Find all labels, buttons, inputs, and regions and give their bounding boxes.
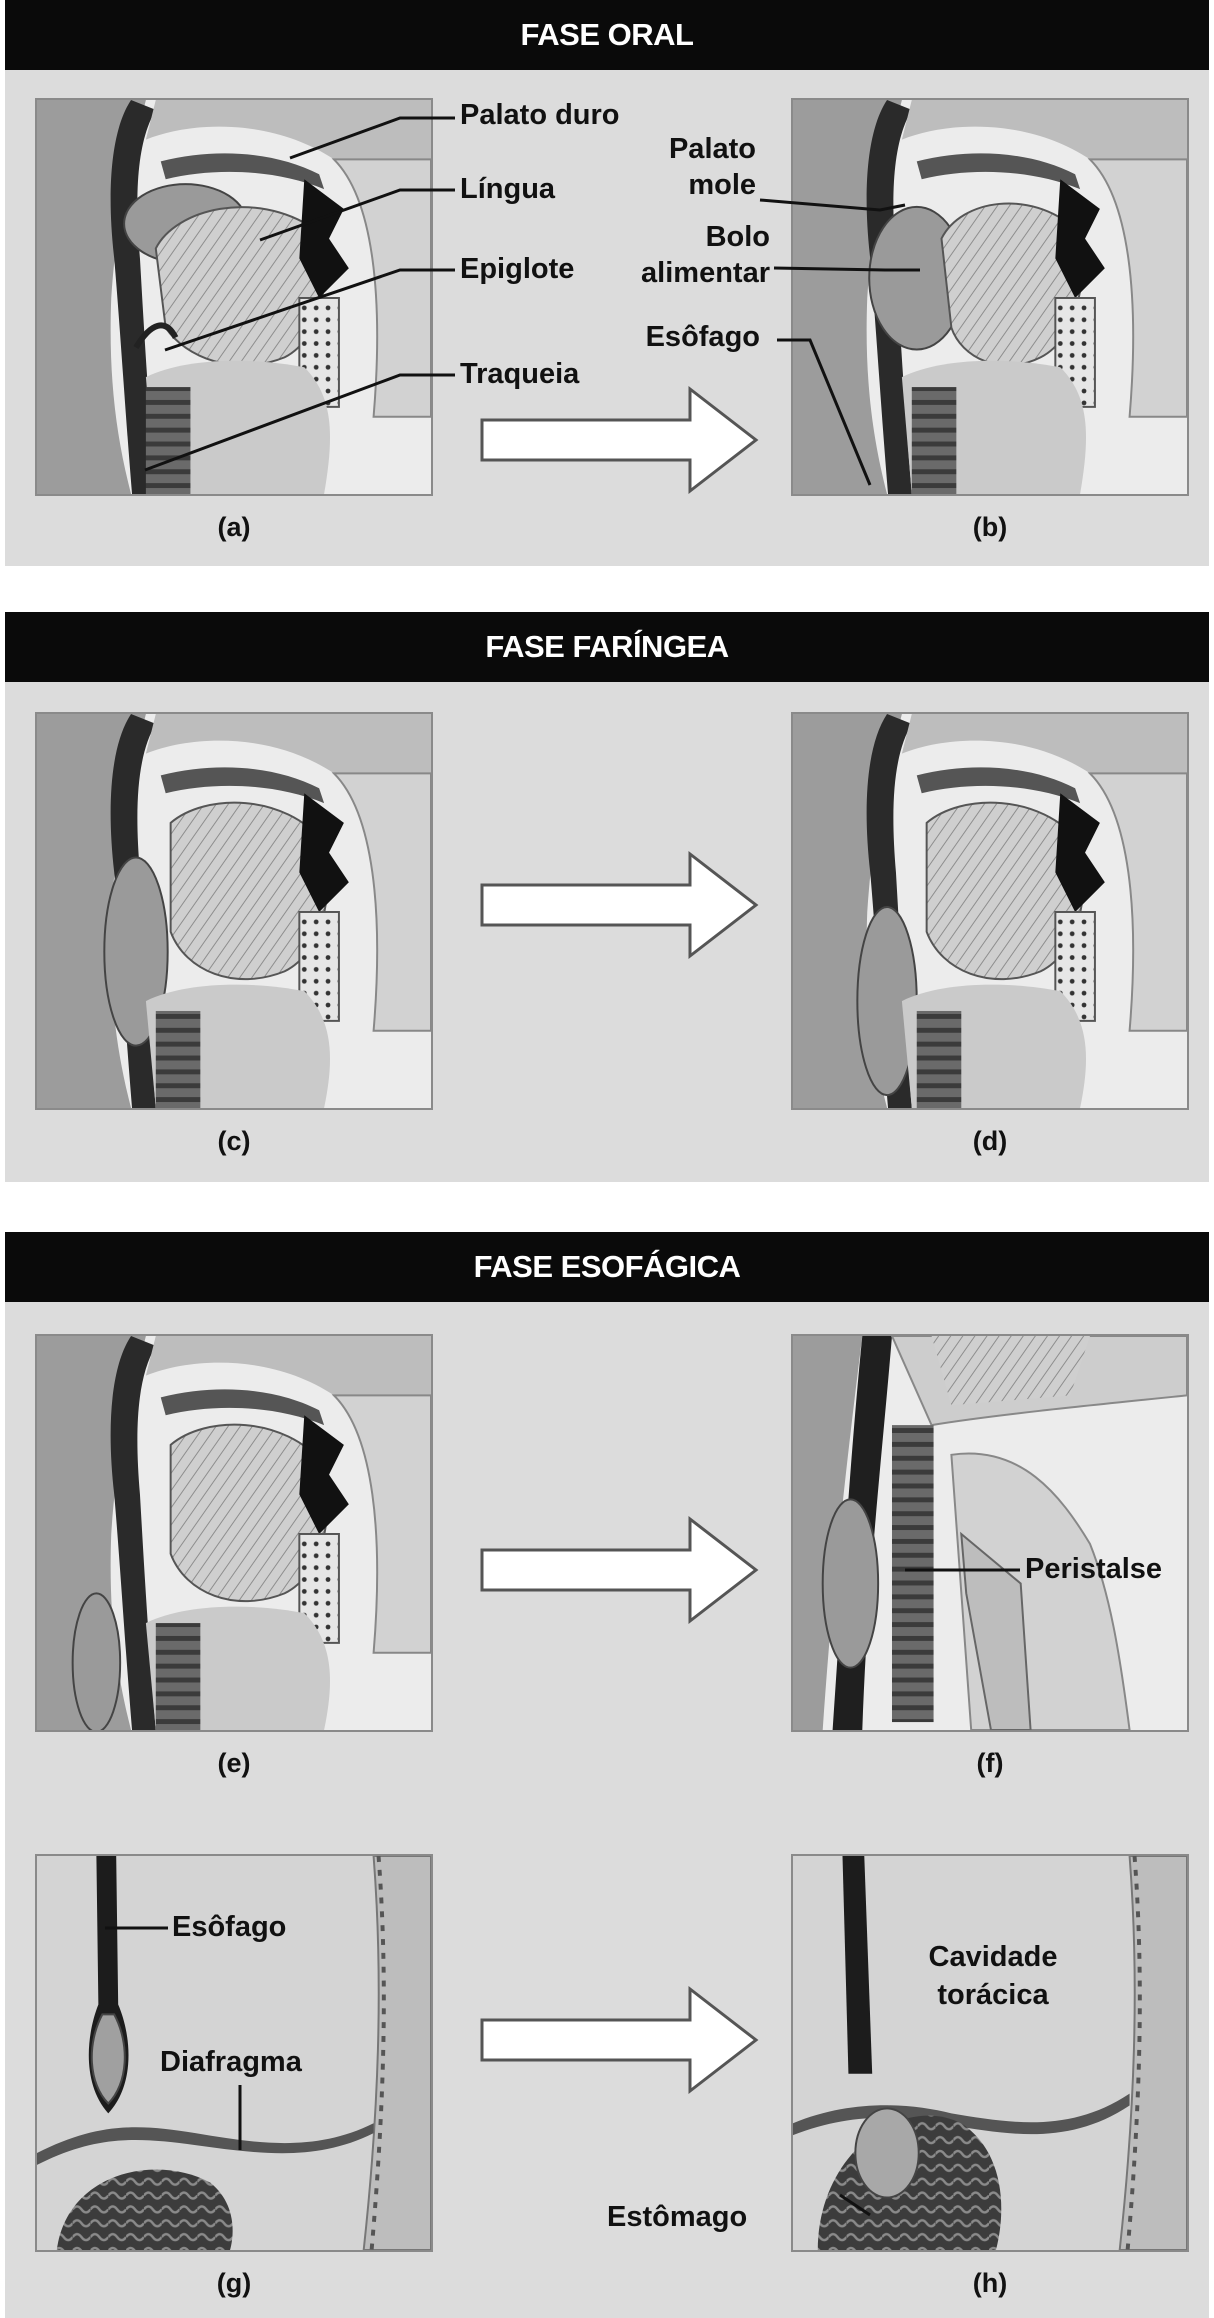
head-cross-section-illustration <box>37 100 431 494</box>
caption-f: (f) <box>976 1748 1004 1778</box>
arrow-right-icon <box>480 1515 759 1625</box>
caption-g: (g) <box>216 2268 252 2298</box>
label-peristalse: Peristalse <box>1025 1553 1163 1585</box>
label-cavidade-toracica-line1: Cavidade <box>928 1941 1058 1973</box>
label-palato-mole-line1: Palato <box>668 133 756 165</box>
panel-a-head-section <box>35 98 433 496</box>
arrow-right-icon <box>480 850 759 960</box>
panel-h-thorax-section <box>791 1854 1189 2252</box>
panel-e-head-section <box>35 1334 433 1732</box>
thorax-cross-section-illustration <box>793 1856 1187 2250</box>
label-palato-mole-line2: mole <box>688 169 756 201</box>
caption-d: (d) <box>972 1126 1008 1156</box>
neck-cross-section-illustration <box>793 1336 1187 1730</box>
panel-f-neck-section <box>791 1334 1189 1732</box>
label-cavidade-toracica-line2: torácica <box>937 1979 1049 2011</box>
label-traqueia: Traqueia <box>460 358 580 390</box>
section-title-esophageal: FASE ESOFÁGICA <box>5 1232 1209 1302</box>
arrow-right-icon <box>480 385 759 495</box>
label-epiglote: Epiglote <box>460 253 575 285</box>
label-diafragma: Diafragma <box>160 2046 302 2078</box>
caption-c: (c) <box>217 1126 251 1156</box>
section-title-oral: FASE ORAL <box>5 0 1209 70</box>
label-palato-duro: Palato duro <box>460 99 620 131</box>
head-cross-section-illustration <box>793 714 1187 1108</box>
arrow-right-icon <box>480 1985 759 2095</box>
head-cross-section-illustration <box>793 100 1187 494</box>
section-title-pharyngeal: FASE FARÍNGEA <box>5 612 1209 682</box>
label-bolo-alimentar-line2: alimentar <box>641 257 770 289</box>
panel-g-thorax-section <box>35 1854 433 2252</box>
head-cross-section-illustration <box>37 714 431 1108</box>
label-bolo-alimentar-line1: Bolo <box>705 221 770 253</box>
caption-h: (h) <box>972 2268 1008 2298</box>
panel-d-head-section <box>791 712 1189 1110</box>
label-esofago-g: Esôfago <box>172 1911 287 1943</box>
caption-e: (e) <box>217 1748 251 1778</box>
head-cross-section-illustration <box>37 1336 431 1730</box>
label-esofago-b: Esôfago <box>645 321 760 353</box>
label-lingua: Língua <box>460 173 556 205</box>
caption-b: (b) <box>972 512 1008 542</box>
panel-c-head-section <box>35 712 433 1110</box>
caption-a: (a) <box>217 512 251 542</box>
label-estomago: Estômago <box>607 2201 748 2233</box>
panel-b-head-section <box>791 98 1189 496</box>
thorax-cross-section-illustration <box>37 1856 431 2250</box>
